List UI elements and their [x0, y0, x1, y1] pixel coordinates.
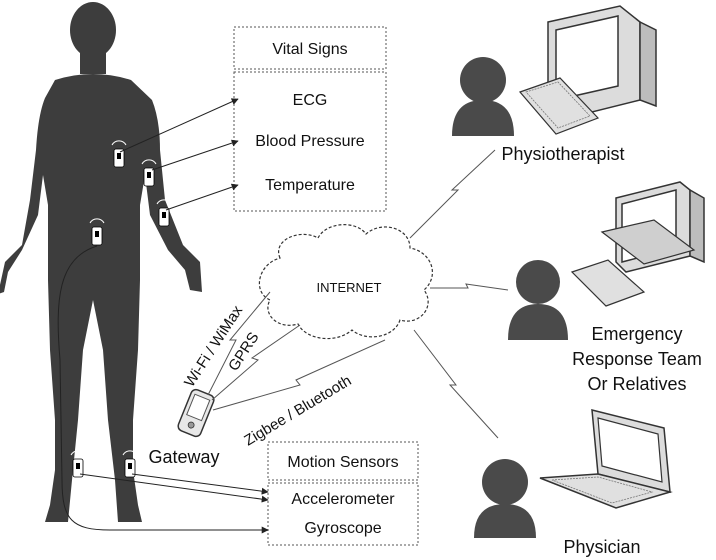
desktop-computer-icon: [518, 5, 657, 135]
gprs-link-label: GPRS: [225, 329, 262, 374]
arrow-blood-pressure: [151, 139, 239, 171]
arrow-gyroscope: [57, 245, 269, 534]
vital-signs-list-box: [233, 71, 387, 212]
vital-signs-panel: Vital Signs ECG Blood Pressure Temperatu…: [233, 26, 387, 212]
arrow-temperature: [165, 183, 239, 211]
motion-sensor-accelerometer: Accelerometer: [291, 491, 395, 508]
zigbee-link-label: Zigbee / Bluetooth: [241, 372, 354, 449]
internet-cloud: INTERNET: [258, 224, 433, 340]
gprs-link-bolt: [211, 324, 301, 401]
link-emergency: [430, 283, 509, 291]
emergency-station: Emergency Response Team Or Relatives: [508, 181, 705, 394]
link-physiotherapist: [409, 149, 496, 239]
vital-signs-header: Vital Signs: [272, 41, 347, 58]
physiotherapist-station: Physiotherapist: [452, 5, 657, 164]
link-physician: [413, 329, 499, 439]
body-sensors: [70, 140, 172, 478]
vital-sign-temperature: Temperature: [265, 177, 355, 194]
arrow-accelerometer-left: [79, 473, 269, 503]
motion-sensor-arrows: [57, 245, 269, 534]
sensor-icon: [141, 159, 157, 187]
physiotherapist-label: Physiotherapist: [501, 144, 624, 164]
person-icon: [474, 459, 536, 538]
person-icon: [452, 57, 514, 136]
arrow-accelerometer-right: [131, 473, 269, 495]
sensor-icon: [89, 218, 105, 246]
vital-sign-blood-pressure: Blood Pressure: [255, 133, 364, 150]
internet-label: INTERNET: [317, 280, 382, 295]
motion-sensors-panel: Motion Sensors Accelerometer Gyroscope: [267, 441, 419, 546]
motion-sensors-header-box: [267, 441, 419, 481]
emergency-label-line-3: Or Relatives: [587, 374, 686, 394]
gateway-device: Gateway: [148, 388, 220, 467]
physician-label: Physician: [563, 537, 640, 557]
physician-station: Physician: [474, 409, 673, 557]
vital-signs-header-box: [233, 26, 387, 70]
desktop-computer-icon: [570, 181, 705, 307]
person-icon: [508, 260, 568, 340]
pda-icon: [177, 388, 215, 438]
motion-sensor-gyroscope: Gyroscope: [304, 520, 381, 537]
wifi-link-bolt: [207, 291, 271, 396]
endpoint-links: [409, 149, 509, 439]
human-silhouette: [0, 2, 202, 522]
sensor-icon: [122, 450, 138, 478]
arrow-ecg: [119, 98, 239, 153]
emergency-label-line-1: Emergency: [591, 324, 682, 344]
emergency-label-line-2: Response Team: [572, 349, 702, 369]
motion-sensors-list-box: [267, 482, 419, 546]
gateway-label: Gateway: [148, 447, 219, 467]
vital-sign-ecg: ECG: [293, 92, 328, 109]
sensor-icon: [111, 140, 127, 168]
zigbee-link-bolt: [212, 339, 386, 411]
laptop-icon: [539, 409, 673, 509]
sensor-icon: [156, 199, 172, 227]
motion-sensors-header: Motion Sensors: [287, 454, 398, 471]
vital-sign-arrows: [119, 98, 239, 211]
sensor-icon: [70, 450, 86, 478]
